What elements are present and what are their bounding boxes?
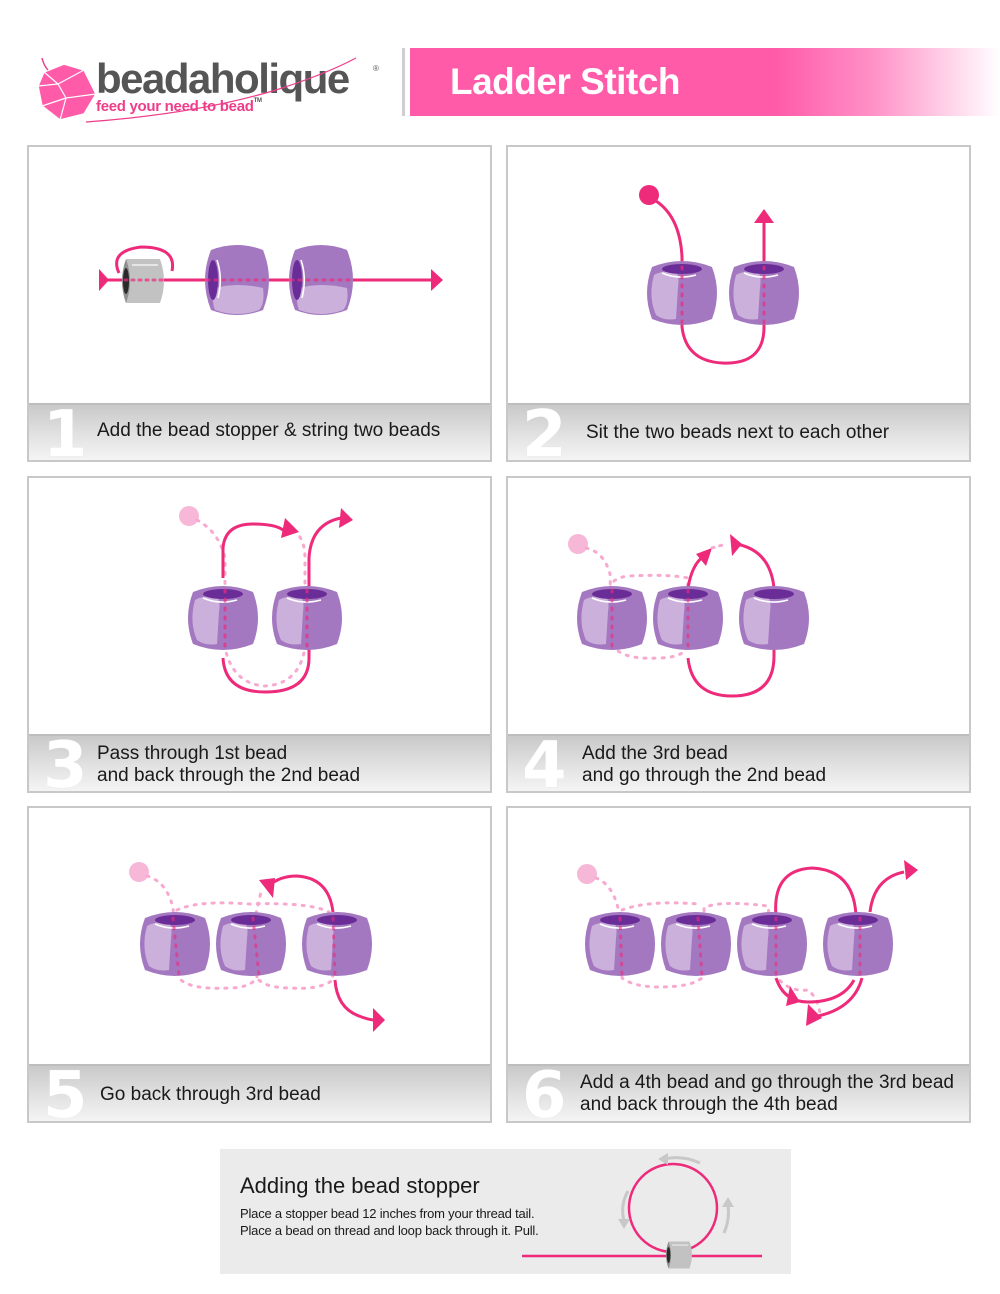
step-1-illustration xyxy=(99,244,443,316)
step-5-illustration xyxy=(129,862,385,1032)
title-banner: Ladder Stitch xyxy=(410,48,1000,116)
registered-mark: ® xyxy=(373,64,379,73)
brand-tagline: feed your need to beadTM xyxy=(96,98,262,115)
step-instruction: Sit the two beads next to each other xyxy=(586,422,890,443)
step-number: 1 xyxy=(43,398,88,462)
step-number: 2 xyxy=(522,398,567,462)
step-instruction: Add a 4th bead and go through the 3rd be… xyxy=(580,1072,954,1115)
stopper-line-1: Place a stopper bead 12 inches from your… xyxy=(240,1206,535,1221)
step-panel-5: 5 Go back through 3rd bead xyxy=(27,806,492,1123)
gem-icon xyxy=(37,57,97,121)
stopper-title: Adding the bead stopper xyxy=(240,1173,480,1198)
tagline-text: feed your need to bead xyxy=(96,98,254,115)
brand-wordmark: beadaholique xyxy=(96,55,350,102)
brand-logo[interactable]: beadaholique ® feed your need to beadTM xyxy=(36,50,386,130)
step-panel-4: 4 Add the 3rd bead and go through the 2n… xyxy=(506,476,971,793)
step-3-illustration xyxy=(179,506,353,694)
step-instruction: Add the bead stopper & string two beads xyxy=(97,420,441,441)
step-6-illustration xyxy=(577,860,918,1026)
step-caption: 2 Sit the two beads next to each other xyxy=(508,403,969,460)
step-caption: 6 Add a 4th bead and go through the 3rd … xyxy=(508,1064,969,1121)
step-instruction: Add the 3rd bead and go through the 2nd … xyxy=(582,743,827,786)
step-number: 4 xyxy=(522,729,567,793)
page-title: Ladder Stitch xyxy=(450,61,680,102)
step-instruction: Pass through 1st bead and back through t… xyxy=(97,743,361,786)
step-number: 5 xyxy=(43,1059,88,1123)
step-caption: 4 Add the 3rd bead and go through the 2n… xyxy=(508,734,969,791)
step-instruction: Go back through 3rd bead xyxy=(100,1084,321,1105)
step-panel-2: 2 Sit the two beads next to each other xyxy=(506,145,971,462)
bead-stopper-tip: Adding the bead stopper Place a stopper … xyxy=(220,1149,791,1274)
header-divider xyxy=(402,48,405,116)
stopper-loop-illustration xyxy=(522,1153,762,1270)
step-number: 3 xyxy=(43,729,88,793)
step-4-illustration xyxy=(568,534,810,698)
stopper-line-2: Place a bead on thread and loop back thr… xyxy=(240,1223,539,1238)
step-number: 6 xyxy=(522,1059,567,1123)
trademark: TM xyxy=(253,98,262,104)
step-panel-6: 6 Add a 4th bead and go through the 3rd … xyxy=(506,806,971,1123)
step-caption: 1 Add the bead stopper & string two bead… xyxy=(29,403,490,460)
step-caption: 5 Go back through 3rd bead xyxy=(29,1064,490,1121)
step-panel-1: 1 Add the bead stopper & string two bead… xyxy=(27,145,492,462)
step-2-illustration xyxy=(639,185,800,365)
step-caption: 3 Pass through 1st bead and back through… xyxy=(29,734,490,791)
step-panel-3: 3 Pass through 1st bead and back through… xyxy=(27,476,492,793)
